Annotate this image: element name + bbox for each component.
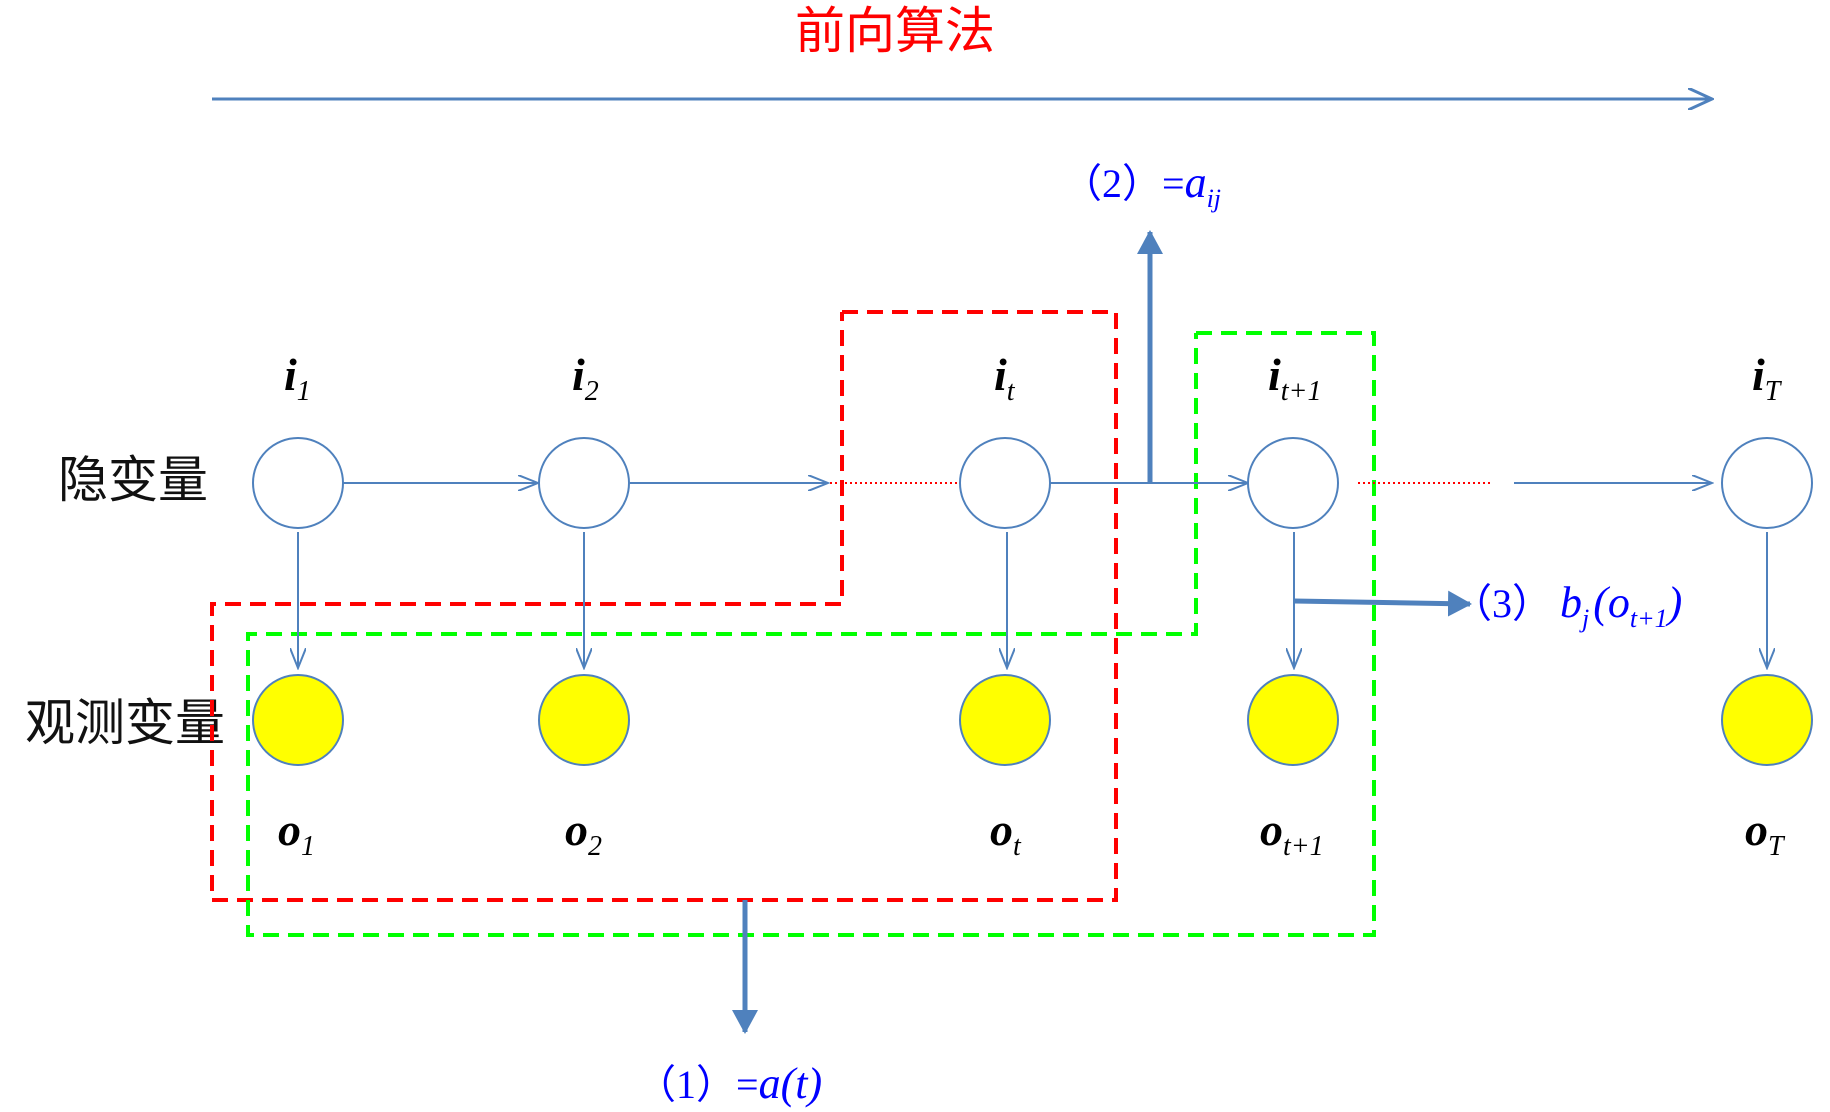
hidden-label-T: iT <box>1752 349 1783 407</box>
observed-node-T <box>1721 674 1813 766</box>
hidden-node-t1 <box>1247 437 1339 529</box>
annotation-arrow-3 <box>1293 590 1472 617</box>
hidden-node-t <box>959 437 1051 529</box>
observed-node-2 <box>538 674 630 766</box>
hidden-node-2 <box>538 437 630 529</box>
hidden-row-label: 隐变量 <box>58 451 208 509</box>
observed-label-1: o1 <box>278 804 315 862</box>
hidden-label-t: it <box>994 349 1016 407</box>
annotation-3: （3）bj(ot+1) <box>1452 578 1682 633</box>
observed-label-t: ot <box>990 804 1022 862</box>
hidden-node-1 <box>252 437 344 529</box>
annotation-1: （1）=a(t) <box>636 1059 822 1108</box>
observed-row-label: 观测变量 <box>25 694 225 752</box>
observed-node-t1 <box>1247 674 1339 766</box>
observed-label-T: oT <box>1745 804 1786 862</box>
diagram-title: 前向算法 <box>795 2 995 60</box>
hidden-label-t1: it+1 <box>1268 349 1321 407</box>
observed-node-1 <box>252 674 344 766</box>
hidden-node-T <box>1721 437 1813 529</box>
annotation-2: （2）=aij <box>1062 158 1221 213</box>
red-dashed-region <box>210 310 1118 902</box>
hidden-label-2: i2 <box>572 349 599 407</box>
hidden-label-1: i1 <box>284 349 311 407</box>
green-dashed-region <box>246 331 1376 937</box>
observed-label-t1: ot+1 <box>1260 804 1324 862</box>
observed-label-2: o2 <box>565 804 602 862</box>
observed-node-t <box>959 674 1051 766</box>
